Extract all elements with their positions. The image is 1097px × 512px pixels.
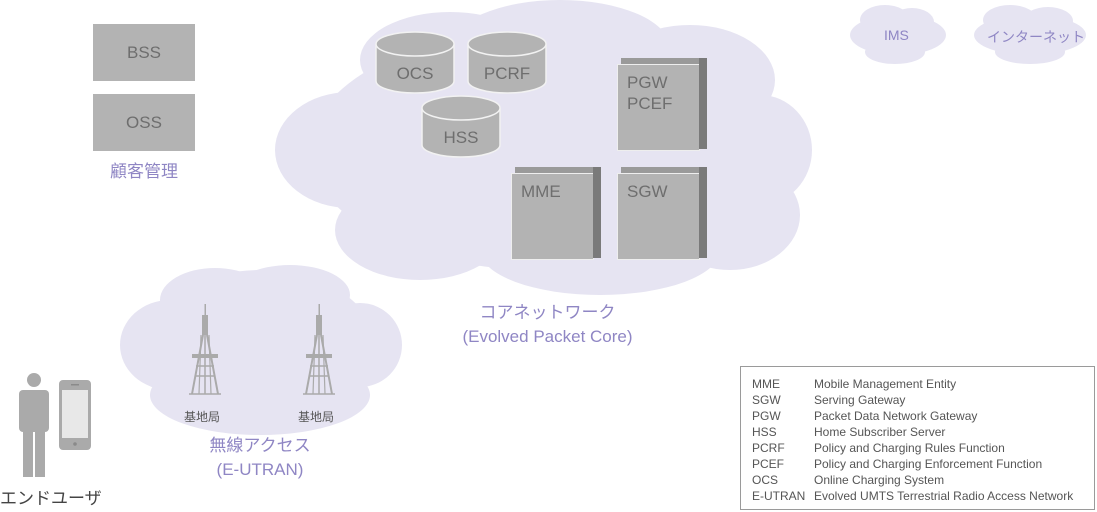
end-user-icon [19,373,91,477]
core-network-title: コアネットワーク [479,303,616,322]
legend-full-name: Policy and Charging Rules Function [814,441,1005,455]
ims-cloud [850,5,946,64]
pcrf-label: PCRF [483,64,531,83]
legend-row: MME Mobile Management Entity [752,376,1094,392]
sgw-label: SGW [627,182,668,201]
base-station-tower-icon [189,304,221,395]
database-icon [375,31,455,94]
legend-row: E-UTRAN Evolved UMTS Terrestrial Radio Ac… [752,488,1094,504]
base-station-label-1: 基地局 [184,410,221,424]
legend-row: PCEF Policy and Charging Enforcement Func… [752,456,1094,472]
ocs-database: OCS [375,30,455,95]
legend-full-name: Online Charging System [814,473,945,487]
hss-database: HSS [421,94,501,159]
legend-full-name: Evolved UMTS Terrestrial Radio Access Ne… [814,489,1074,503]
legend-abbreviation: PGW [752,409,781,423]
oss-box: OSS [93,94,195,151]
legend-abbreviation: OCS [752,473,779,487]
legend-abbreviation: MME [752,377,780,391]
sgw-server: SGW [617,167,707,260]
legend-abbreviation: SGW [752,393,781,407]
core-network-caption: コアネットワーク (Evolved Packet Core) [420,301,675,349]
legend-abbreviation: PCRF [752,441,785,455]
hss-label: HSS [443,128,479,147]
pcrf-database: PCRF [467,30,547,95]
internet-cloud [974,5,1086,64]
bss-box: BSS [93,24,195,81]
legend-abbreviation: E-UTRAN [752,489,806,503]
internet-label: インターネット [987,29,1085,45]
pgw-pcef-label: PGW PCEF [627,73,673,113]
legend-row: PCRF Policy and Charging Rules Function [752,440,1094,456]
radio-access-title: 無線アクセス [209,436,311,455]
radio-access-caption: 無線アクセス (E-UTRAN) [190,434,330,482]
legend-full-name: Home Subscriber Server [814,425,946,439]
person-icon [19,373,49,477]
legend-full-name: Mobile Management Entity [814,377,957,391]
base-station-label-2: 基地局 [298,410,335,424]
mme-server: MME [511,167,601,260]
legend-row: HSS Home Subscriber Server [752,424,1094,440]
legend-full-name: Policy and Charging Enforcement Function [814,457,1043,471]
legend-abbreviation: PCEF [752,457,785,471]
database-icon [421,95,501,158]
ims-label: IMS [884,27,909,43]
legend-full-name: Serving Gateway [814,393,906,407]
smartphone-icon [59,380,91,450]
end-user-caption: エンドユーザ [0,489,102,508]
legend-row: SGW Serving Gateway [752,392,1094,408]
legend-row: OCS Online Charging System [752,472,1094,488]
ocs-label: OCS [396,64,434,83]
radio-access-cloud [120,265,402,435]
legend-abbreviation: HSS [752,425,777,439]
legend-row: PGW Packet Data Network Gateway [752,408,1094,424]
radio-access-subtitle: (E-UTRAN) [216,460,304,479]
mme-label: MME [521,182,561,201]
database-icon [467,31,547,94]
core-network-subtitle: (Evolved Packet Core) [462,327,633,346]
legend-full-name: Packet Data Network Gateway [814,409,978,423]
pgw-pcef-server: PGW PCEF [617,58,707,151]
base-station-tower-icon [303,304,335,395]
customer-management-caption: 顧客管理 [110,162,178,181]
